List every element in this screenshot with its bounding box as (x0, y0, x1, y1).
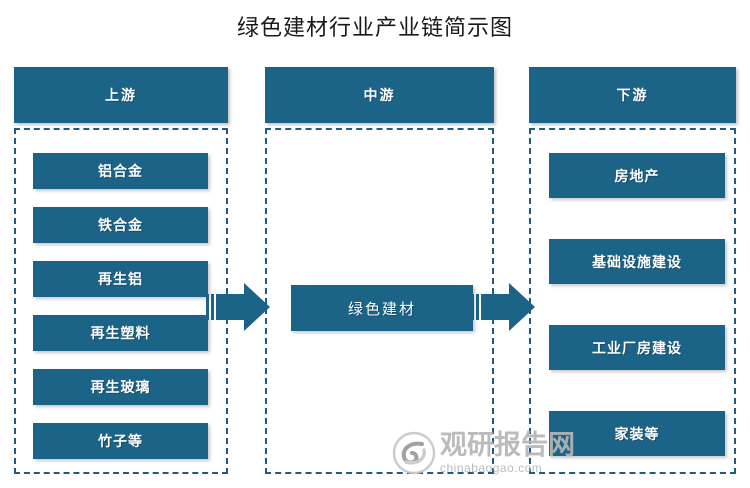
upstream-item-3: 再生塑料 (33, 315, 208, 351)
midstream-item-0: 绿色建材 (291, 285, 473, 331)
column-header-upstream: 上游 (14, 67, 228, 123)
upstream-item-2: 再生铝 (33, 261, 208, 297)
upstream-item-4: 再生玻璃 (33, 369, 208, 405)
upstream-item-5: 竹子等 (33, 423, 208, 459)
downstream-item-3: 家装等 (549, 411, 725, 456)
arrow-right-icon (471, 283, 535, 331)
column-header-midstream: 中游 (265, 67, 494, 123)
upstream-item-0: 铝合金 (33, 153, 208, 189)
downstream-item-0: 房地产 (549, 153, 725, 198)
downstream-item-2: 工业厂房建设 (549, 325, 725, 370)
page-title: 绿色建材行业产业链简示图 (236, 15, 513, 40)
downstream-item-1: 基础设施建设 (549, 239, 725, 284)
arrow-right-icon (206, 283, 270, 331)
upstream-item-1: 铁合金 (33, 207, 208, 243)
column-header-downstream: 下游 (529, 67, 736, 123)
